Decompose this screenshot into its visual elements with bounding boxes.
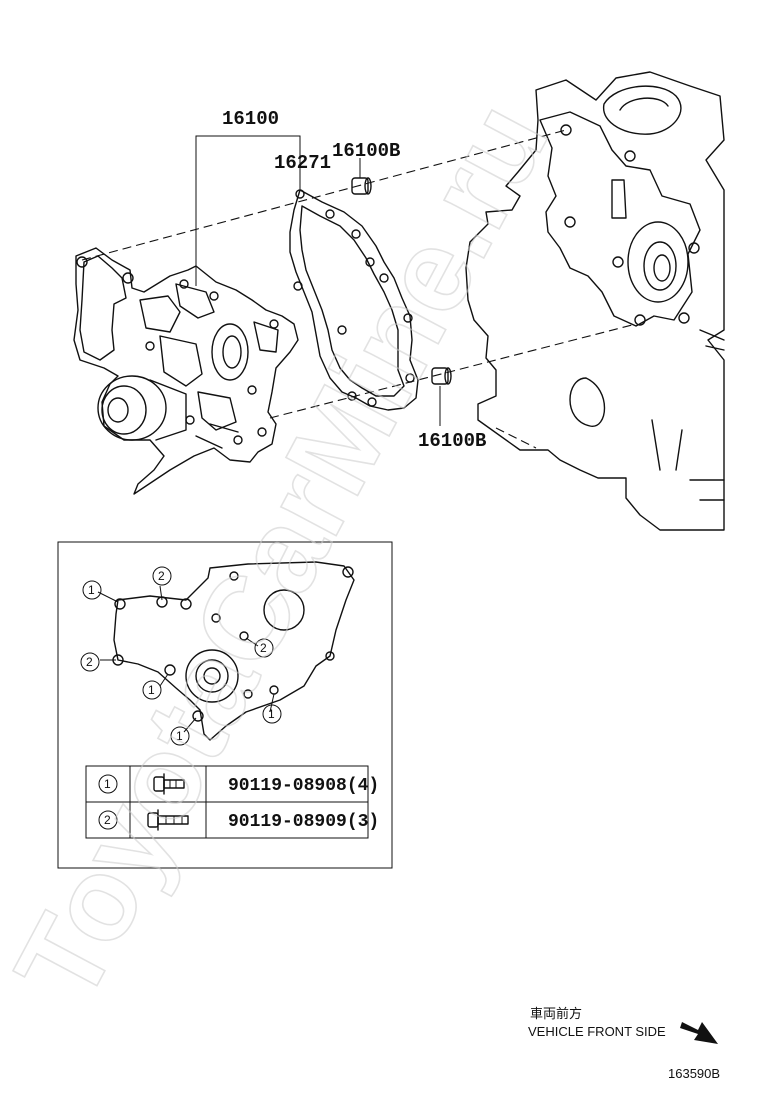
svg-text:1: 1 [268, 707, 275, 721]
inset-marker-2c: 2 [254, 638, 274, 658]
inset-marker-2a: 2 [152, 566, 172, 586]
svg-text:2: 2 [104, 813, 111, 827]
svg-text:2: 2 [158, 569, 165, 583]
orientation-note-en: VEHICLE FRONT SIDE [528, 1024, 666, 1039]
svg-text:1: 1 [176, 729, 183, 743]
svg-text:90119-08908(4): 90119-08908(4) [228, 776, 379, 796]
bolt-detail-inset: 1 2 2 1 1 2 1 [57, 541, 393, 869]
callout-dowel-upper: 16100B [332, 140, 400, 162]
svg-text:1: 1 [104, 777, 111, 791]
svg-text:1: 1 [148, 683, 155, 697]
watermark: ToyotaCarMine.ru [0, 82, 574, 1022]
inset-marker-1a: 1 [82, 580, 102, 600]
flange-bolt-icon [153, 773, 185, 795]
svg-text:1: 1 [88, 583, 95, 597]
dowel-pin-lower [431, 367, 452, 385]
inset-marker-2b: 2 [80, 652, 100, 672]
dowel-pin-upper [351, 177, 372, 195]
svg-text:2: 2 [86, 655, 93, 669]
svg-text:2: 2 [260, 641, 267, 655]
water-pump-assembly [73, 247, 299, 495]
front-direction-arrow-icon [680, 1022, 718, 1044]
table-row: 1 90119-08908(4) [98, 773, 379, 796]
inset-marker-1b: 1 [142, 680, 162, 700]
inset-marker-1c: 1 [170, 726, 190, 746]
engine-block [465, 71, 725, 531]
callout-dowel-lower: 16100B [418, 430, 486, 452]
figure-id: 163590B [668, 1066, 720, 1081]
callout-gasket: 16271 [274, 152, 331, 174]
leader-lines [195, 135, 441, 426]
inset-marker-1d: 1 [262, 704, 282, 724]
alignment-lines [81, 129, 637, 449]
svg-text:90119-08909(3): 90119-08909(3) [228, 812, 379, 832]
gasket [289, 189, 419, 411]
orientation-note-jp: 車両前方 [530, 1006, 582, 1021]
bolt-table: 1 90119-08908(4) 2 [85, 765, 379, 839]
flange-bolt-icon [147, 809, 189, 831]
callout-water-pump: 16100 [222, 108, 279, 130]
table-row: 2 90119-08909(3) [98, 809, 379, 832]
